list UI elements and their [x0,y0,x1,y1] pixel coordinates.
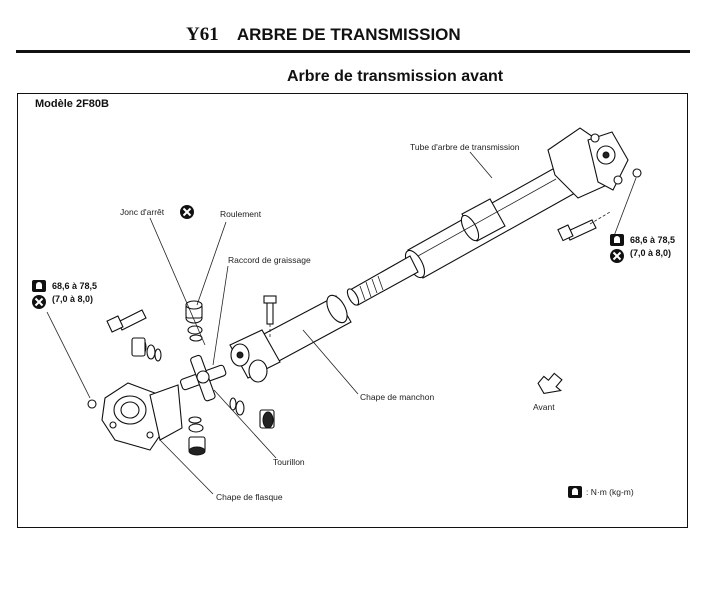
label-chape-flasque: Chape de flasque [216,492,283,502]
replace-part-icon [610,249,624,263]
flange-yoke [101,382,183,451]
label-raccord: Raccord de graissage [228,255,311,265]
universal-joint-cross [179,354,227,402]
legend-units: : N·m (kg-m) [586,487,634,497]
torque-wrench-icon [568,486,582,498]
section-title: Arbre de transmission avant [287,68,504,85]
flange-bolt-left [106,309,147,333]
section-code: Y61 [186,24,219,45]
label-tourillon: Tourillon [273,457,305,467]
header-rule [16,50,690,53]
model-label: Modèle 2F80B [35,98,109,110]
slip-yoke [229,294,352,383]
page-header: Y61 ARBRE DE TRANSMISSION [186,24,461,46]
diagram-frame [17,93,688,528]
label-chape-manchon: Chape de manchon [360,392,434,402]
driveshaft-tube [404,164,576,279]
replace-part-icon [32,295,46,309]
torque-right-alt: (7,0 à 8,0) [630,248,671,258]
forward-arrow-icon [537,372,563,395]
front-flange-yoke [547,127,629,199]
splined-shaft [346,255,419,306]
torque-left-alt: (7,0 à 8,0) [52,294,93,304]
torque-wrench-icon [610,234,624,246]
flange-bolt-right [557,211,611,242]
washer-right [632,168,642,178]
torque-right-range: 68,6 à 78,5 [630,235,675,245]
bearing-cups [131,300,275,456]
label-roulement: Roulement [220,209,262,219]
label-tube: Tube d'arbre de transmission [410,142,520,152]
torque-wrench-icon [32,280,46,292]
page-title: ARBRE DE TRANSMISSION [236,25,461,44]
label-jonc: Jonc d'arrêt [120,207,165,217]
torque-left-range: 68,6 à 78,5 [52,281,97,291]
replace-part-icon [180,205,194,219]
washer-left [87,399,97,409]
label-avant: Avant [533,402,555,412]
grease-fitting [263,295,277,338]
